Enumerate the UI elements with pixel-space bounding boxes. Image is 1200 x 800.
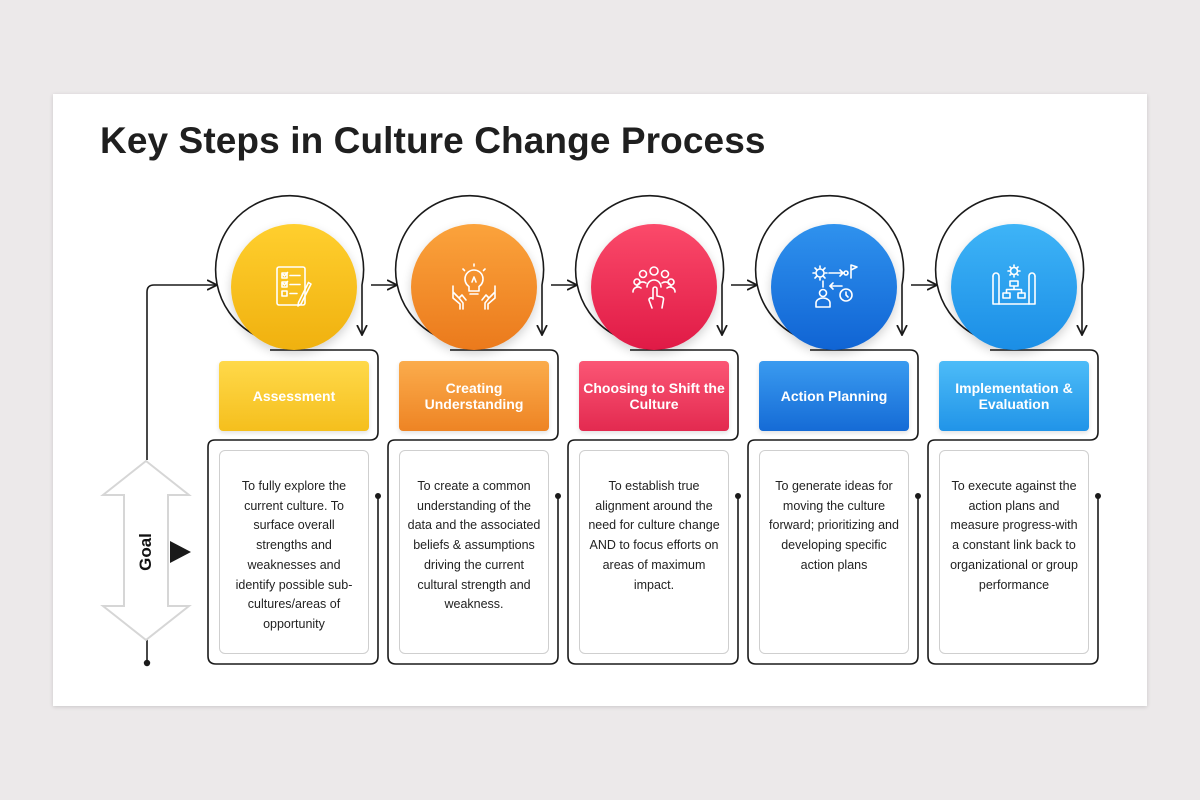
step-label-implementation: Implementation & Evaluation xyxy=(939,361,1089,431)
step-description-assessment: To fully explore the current culture. To… xyxy=(219,450,369,654)
step-2-end-dot xyxy=(555,493,561,499)
plan-workflow-icon xyxy=(812,264,858,308)
step-label-assessment: Assessment xyxy=(219,361,369,431)
goal-line-end-dot xyxy=(143,659,151,667)
goal-connector-line xyxy=(146,285,217,460)
step-1-end-dot xyxy=(375,493,381,499)
step-circle-action-planning xyxy=(771,224,897,350)
goal-double-arrow xyxy=(100,459,192,642)
step-3-end-dot xyxy=(735,493,741,499)
lightbulb-hands-icon xyxy=(452,263,496,310)
step-description-creating-understanding: To create a common understanding of the … xyxy=(399,450,549,654)
step-circle-creating-understanding xyxy=(411,224,537,350)
step-label-creating-understanding: Creating Understanding xyxy=(399,361,549,431)
checklist-icon xyxy=(276,266,312,307)
step-description-action-planning: To generate ideas for moving the culture… xyxy=(759,450,909,654)
step-circle-assessment xyxy=(231,224,357,350)
goal-label: Goal xyxy=(136,533,155,571)
step-4-end-dot xyxy=(915,493,921,499)
step-description-choosing-to-shift: To establish true alignment around the n… xyxy=(579,450,729,654)
team-pointer-icon xyxy=(632,266,676,309)
step-description-implementation: To execute against the action plans and … xyxy=(939,450,1089,654)
step-5-end-dot xyxy=(1095,493,1101,499)
goal-pointer-triangle xyxy=(170,541,191,563)
step-circle-implementation xyxy=(951,224,1077,350)
step-circle-choosing-to-shift xyxy=(591,224,717,350)
step-label-action-planning: Action Planning xyxy=(759,361,909,431)
page-title: Key Steps in Culture Change Process xyxy=(100,120,766,161)
step-label-choosing-to-shift: Choosing to Shift the Culture xyxy=(579,361,729,431)
blueprint-gear-icon xyxy=(992,264,1036,305)
